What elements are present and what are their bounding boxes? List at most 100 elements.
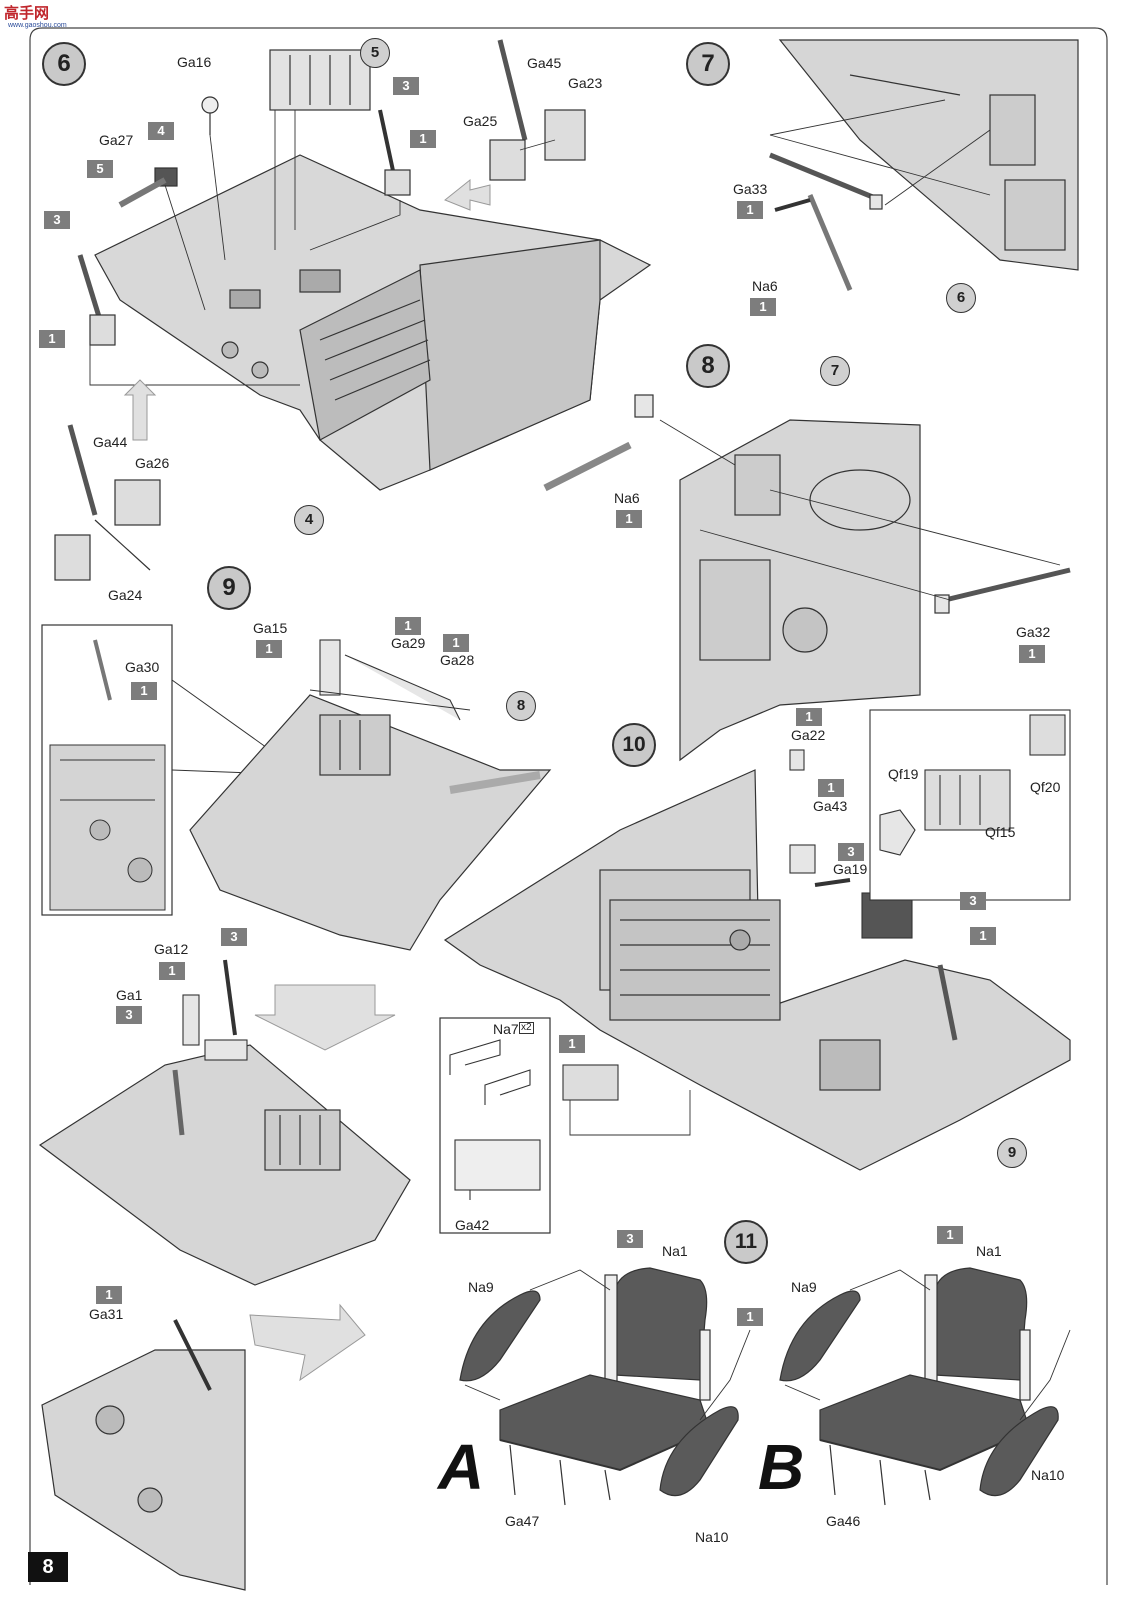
sprue-tag: 1 <box>131 682 157 700</box>
step9-diag-arrow <box>249 1303 366 1382</box>
sprue-tag: 1 <box>39 330 65 348</box>
part-label-ga16: Ga16 <box>177 54 212 70</box>
sprue-tag: 3 <box>617 1230 643 1248</box>
step10-hull <box>443 769 1071 1171</box>
sprue-tag: 1 <box>395 617 421 635</box>
step6-hull-floor <box>94 154 652 491</box>
sprue-tag: 3 <box>44 211 70 229</box>
step10-inset-parts <box>879 714 1066 856</box>
sprue-tag: 1 <box>970 927 996 945</box>
part-label-qf20: Qf20 <box>1030 779 1061 795</box>
step9b-hull <box>38 1044 411 1286</box>
step-8-badge: 8 <box>686 344 730 388</box>
part-label-ga25: Ga25 <box>463 113 498 129</box>
ref-circle-6: 6 <box>946 283 976 313</box>
sprue-tag: 3 <box>838 843 864 861</box>
step9-parts <box>309 639 471 721</box>
sprue-tag: 1 <box>410 130 436 148</box>
step-11-badge: 11 <box>724 1220 768 1264</box>
step10-inset-frame <box>439 1017 551 1234</box>
part-label-ga47: Ga47 <box>505 1513 540 1529</box>
step6-parts <box>54 39 586 581</box>
part-label-ga19: Ga19 <box>833 861 868 877</box>
part-label-ga29: Ga29 <box>391 635 426 651</box>
ref-circle-9: 9 <box>997 1138 1027 1168</box>
part-label-ga43: Ga43 <box>813 798 848 814</box>
part-label-ga23: Ga23 <box>568 75 603 91</box>
step-6-badge: 6 <box>42 42 86 86</box>
page-number: 8 <box>28 1552 68 1582</box>
step-7-badge: 7 <box>686 42 730 86</box>
sprue-tag: 1 <box>818 779 844 797</box>
seat-a <box>459 1267 739 1506</box>
step7-guides <box>769 99 991 206</box>
sprue-tag: 5 <box>87 160 113 178</box>
step6-arrow-right <box>444 178 491 211</box>
part-label-qf19: Qf19 <box>888 766 919 782</box>
site-logo-url: www.gaoshou.com <box>8 22 67 29</box>
part-label-ga32: Ga32 <box>1016 624 1051 640</box>
part-label-ga1: Ga1 <box>116 987 143 1003</box>
step9-inset-content <box>49 639 166 911</box>
step-9-badge: 9 <box>207 566 251 610</box>
part-label-na10-b: Na10 <box>1031 1467 1065 1483</box>
sprue-tag: 3 <box>221 928 247 946</box>
sprue-tag: 1 <box>96 1286 122 1304</box>
part-label-ga31: Ga31 <box>89 1306 124 1322</box>
ref-circle-8: 8 <box>506 691 536 721</box>
step8-guides <box>659 419 1061 601</box>
ref-circle-4: 4 <box>294 505 324 535</box>
step10-inset-content <box>449 1039 541 1200</box>
part-label-na10-a: Na10 <box>695 1529 729 1545</box>
step10-guides <box>569 1090 691 1136</box>
sprue-tag: 3 <box>393 77 419 95</box>
part-label-na7: Na7 <box>493 1021 519 1037</box>
step7-hull-detail <box>778 39 1079 271</box>
part-label-ga24: Ga24 <box>108 587 143 603</box>
part-label-ga26: Ga26 <box>135 455 170 471</box>
sprue-tag: 1 <box>796 708 822 726</box>
seat-b <box>779 1267 1059 1506</box>
part-label-ga28: Ga28 <box>440 652 475 668</box>
part-label-ga22: Ga22 <box>791 727 826 743</box>
step9c-hull <box>41 1319 246 1591</box>
part-label-na1-b: Na1 <box>976 1243 1002 1259</box>
part-label-na1-a: Na1 <box>662 1243 688 1259</box>
step-10-badge: 10 <box>612 723 656 767</box>
part-label-ga12: Ga12 <box>154 941 189 957</box>
ref-circle-7: 7 <box>820 356 850 386</box>
sprue-tag: 1 <box>256 640 282 658</box>
variant-letter-a: A <box>438 1431 485 1503</box>
part-label-na9-b: Na9 <box>791 1279 817 1295</box>
step9-hull <box>189 694 552 951</box>
sprue-tag: 1 <box>559 1035 585 1053</box>
sprue-tag: 1 <box>443 634 469 652</box>
part-label-ga33: Ga33 <box>733 181 768 197</box>
sprue-tag: 3 <box>960 892 986 910</box>
part-label-na6-step7: Na6 <box>752 278 778 294</box>
part-label-ga45: Ga45 <box>527 55 562 71</box>
part-label-ga15: Ga15 <box>253 620 288 636</box>
sprue-tag: 3 <box>116 1006 142 1024</box>
step9b-parts <box>182 959 248 1061</box>
sprue-tag: 1 <box>616 510 642 528</box>
step8-hull-detail <box>679 419 921 762</box>
sprue-tag: 1 <box>937 1226 963 1244</box>
step6-arrow-up <box>123 379 157 441</box>
part-label-qf15: Qf15 <box>985 824 1016 840</box>
sprue-tag: 1 <box>737 1308 763 1326</box>
sprue-tag: 1 <box>737 201 763 219</box>
part-label-ga44: Ga44 <box>93 434 128 450</box>
step10-box-part <box>562 1064 619 1101</box>
part-label-na9-a: Na9 <box>468 1279 494 1295</box>
step9-down-arrow <box>254 984 396 1051</box>
part-label-ga46: Ga46 <box>826 1513 861 1529</box>
part-label-na7-qty: x2 <box>519 1022 534 1034</box>
sprue-tag: 1 <box>159 962 185 980</box>
sprue-tag: 1 <box>750 298 776 316</box>
part-label-na6-step8: Na6 <box>614 490 640 506</box>
part-label-ga30: Ga30 <box>125 659 160 675</box>
sprue-tag: 4 <box>148 122 174 140</box>
ref-circle-5: 5 <box>360 38 390 68</box>
